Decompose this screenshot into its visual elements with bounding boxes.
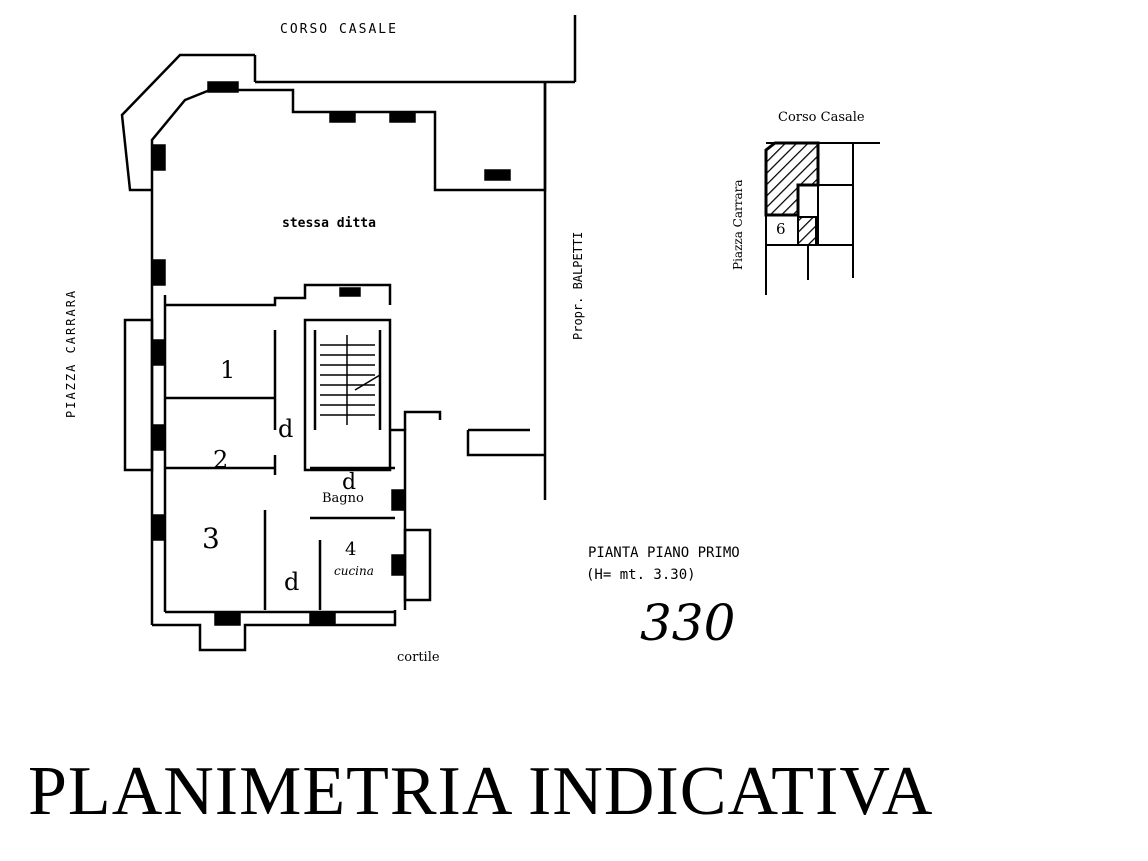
page-title: PLANIMETRIA INDICATIVA bbox=[28, 753, 934, 830]
locator-block-number: 6 bbox=[776, 220, 786, 238]
handwritten-number: 330 bbox=[640, 594, 735, 652]
room-3-label: 3 bbox=[202, 522, 220, 555]
bath-label: Bagno bbox=[322, 491, 364, 506]
windows bbox=[151, 81, 511, 626]
locator-map: 6 Corso Casale Piazza Carrara bbox=[731, 110, 880, 295]
locator-street-left: Piazza Carrara bbox=[731, 179, 745, 270]
corridor-label-2: d bbox=[342, 470, 356, 495]
height-caption: (H= mt. 3.30) bbox=[586, 567, 696, 583]
floor-caption: PIANTA PIANO PRIMO bbox=[588, 545, 740, 561]
street-piazza-carrara: PIAZZA CARRARA bbox=[64, 289, 78, 418]
neighbor-stessa-ditta: stessa ditta bbox=[282, 216, 376, 231]
room-2-label: 2 bbox=[213, 446, 228, 474]
corridor-label-1: d bbox=[278, 415, 293, 443]
courtyard-label: cortile bbox=[397, 650, 440, 665]
corridor-label-3: d bbox=[284, 568, 299, 596]
room-4-label: 4 bbox=[345, 539, 356, 560]
staircase bbox=[320, 335, 381, 425]
locator-street-top: Corso Casale bbox=[778, 110, 865, 125]
room-1-label: 1 bbox=[220, 356, 235, 384]
neighbor-balpetti: Propr. BALPETTI bbox=[571, 232, 585, 340]
kitchen-label: cucina bbox=[334, 564, 374, 578]
street-corso-casale: CORSO CASALE bbox=[280, 22, 398, 37]
